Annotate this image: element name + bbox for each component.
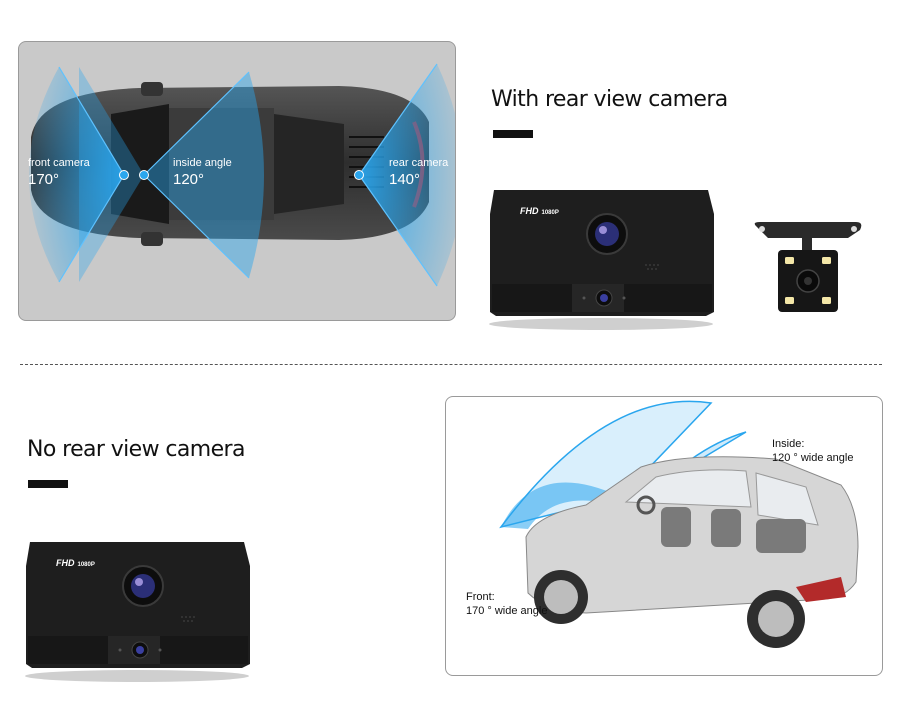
front-angle-title: Front: [466, 591, 495, 603]
front-camera-label: front camera 170° [28, 157, 90, 190]
front-camera-angle: 170° [28, 171, 60, 188]
dashcam-image [25, 542, 250, 682]
fhd-badge-text: FHD [56, 558, 75, 568]
inside-angle-value: 120 ° wide angle [772, 452, 854, 464]
inside-angle-title: Inside: [772, 438, 805, 450]
top-view-car-illustration [29, 63, 455, 287]
dashcam-image [489, 190, 714, 330]
with-rear-camera-heading: With rear view camera [491, 87, 728, 112]
front-angle-value: 170 ° wide angle [466, 605, 548, 617]
inside-camera-beam [79, 67, 144, 282]
inside-camera-label: inside angle 120° [173, 157, 232, 190]
fhd-resolution-text: 1080P [541, 210, 559, 216]
rear-camera-name: rear camera [389, 157, 449, 169]
top-view-panel: front camera 170° inside angle 120° rear… [18, 41, 456, 321]
rear-camera-device [752, 220, 864, 315]
side-view-car-illustration [499, 400, 859, 648]
inside-camera-name: inside angle [173, 157, 232, 169]
rear-camera-beam [359, 64, 455, 286]
inside-camera-angle: 120° [173, 171, 205, 188]
fhd-resolution-text: 1080P [77, 562, 95, 568]
no-rear-camera-heading: No rear view camera [27, 437, 245, 462]
rear-camera-angle: 140° [389, 171, 421, 188]
front-camera-name: front camera [28, 157, 90, 169]
side-view-panel: Inside: 120 ° wide angle Front: 170 ° wi… [445, 396, 883, 676]
rear-camera-image [754, 222, 862, 312]
section-divider [20, 364, 882, 365]
with-rear-heading-underline [493, 130, 533, 138]
fhd-badge-text: FHD [520, 206, 539, 216]
front-angle-label: Front: 170 ° wide angle [466, 590, 547, 618]
inside-angle-label: Inside: 120 ° wide angle [772, 437, 853, 465]
front-camera-beam [29, 67, 124, 282]
inside-camera-beam [501, 482, 621, 529]
rear-camera-label: rear camera 140° [389, 157, 448, 190]
no-rear-heading-underline [28, 480, 68, 488]
